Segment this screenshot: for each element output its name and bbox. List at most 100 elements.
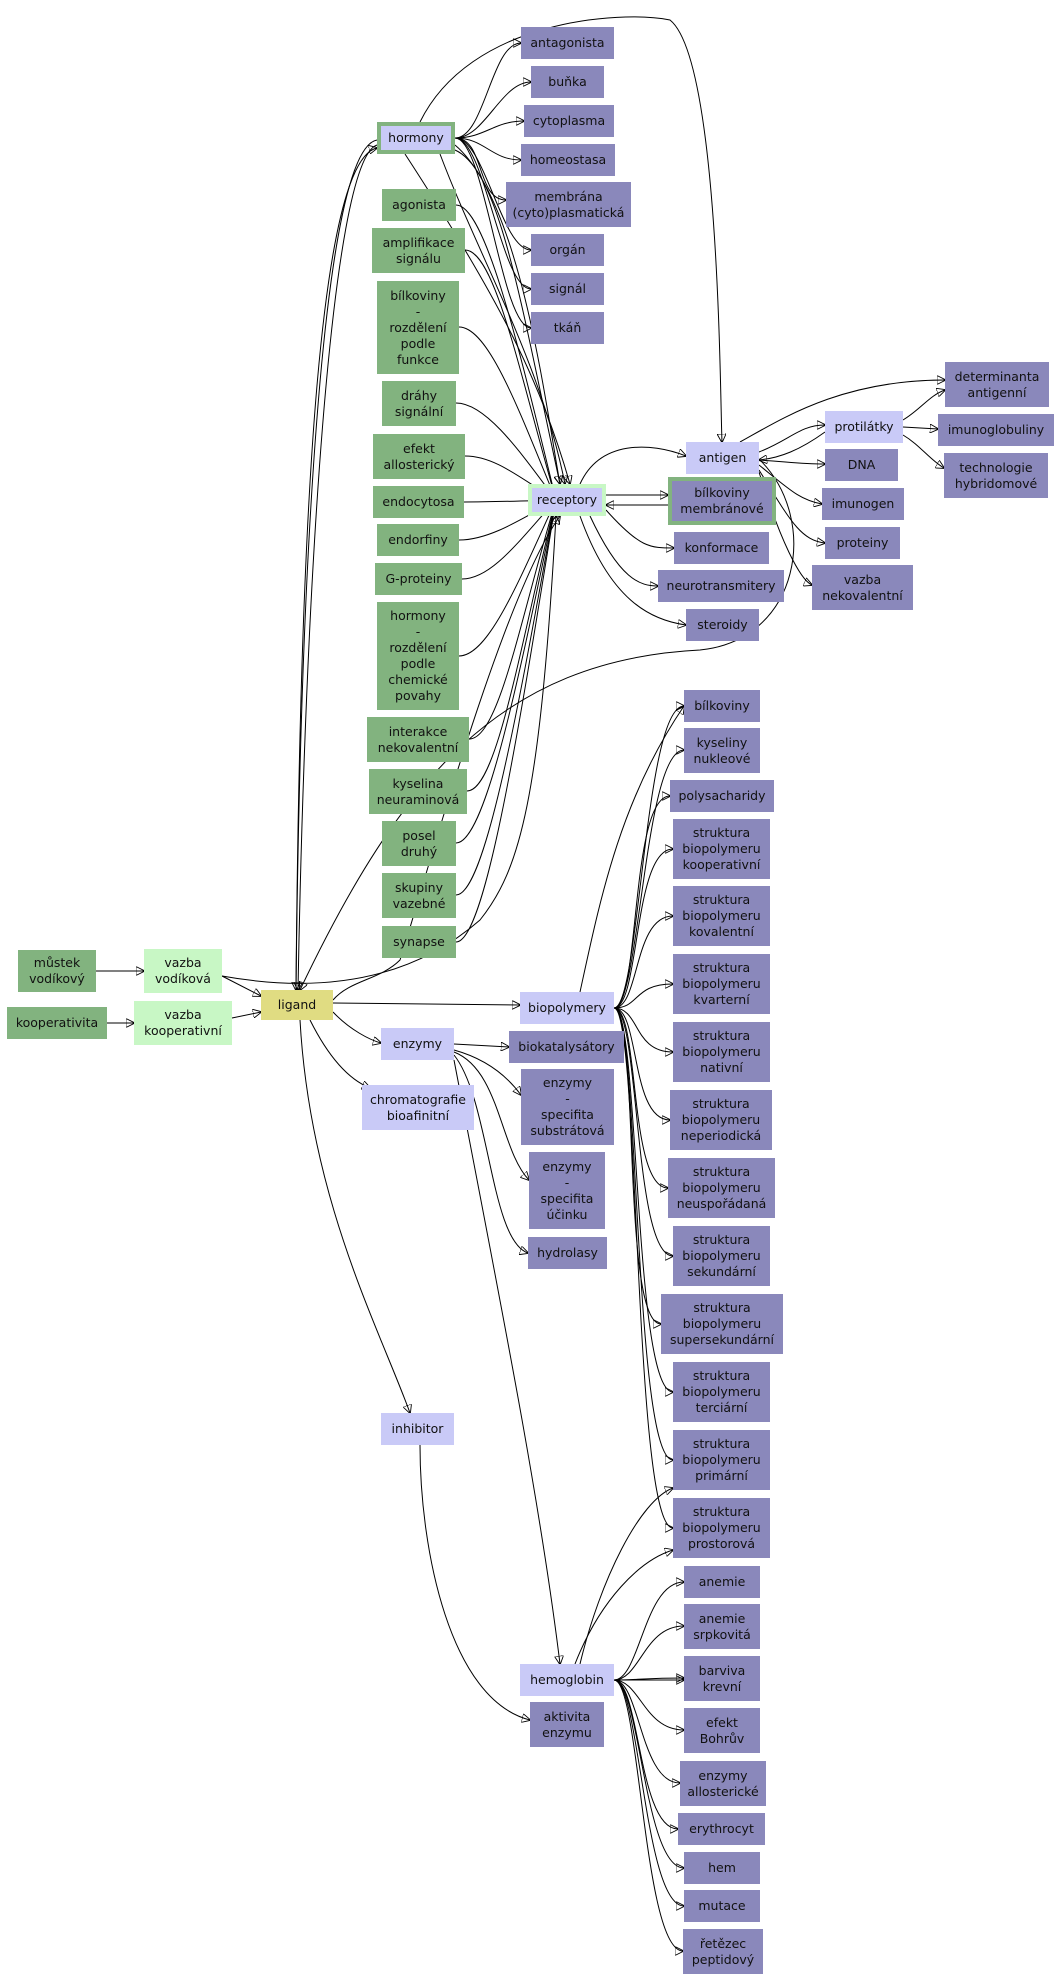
node-enzymy-allostericke[interactable]: enzymy allosterické	[680, 1761, 766, 1806]
node-biokatalysatory[interactable]: biokatalysátory	[509, 1031, 624, 1063]
node-imunoglobuliny[interactable]: imunoglobuliny	[938, 414, 1054, 446]
node-proteiny[interactable]: proteiny	[825, 527, 900, 559]
node-bilkoviny-membranove[interactable]: bílkoviny membránové	[668, 477, 776, 525]
node-synapse[interactable]: synapse	[382, 926, 456, 958]
node-retezec-peptidovy[interactable]: řetězec peptidový	[683, 1929, 763, 1974]
node-struktura-kovalentni[interactable]: struktura biopolymeru kovalentní	[673, 886, 770, 946]
node-struktura-kvarterni[interactable]: struktura biopolymeru kvarterní	[673, 954, 770, 1014]
node-vazba-kooperativni[interactable]: vazba kooperativní	[134, 1001, 232, 1045]
edge-83	[613, 1679, 684, 1730]
edge-86	[613, 1679, 684, 1868]
edge-25	[455, 500, 556, 896]
node-technologie-hybridomove[interactable]: technologie hybridomové	[944, 453, 1048, 498]
edge-65	[613, 849, 673, 1009]
node-konformace[interactable]: konformace	[674, 532, 769, 564]
node-membrana[interactable]: membrána (cyto)plasmatická	[506, 182, 631, 227]
node-g-proteiny[interactable]: G-proteiny	[375, 563, 462, 595]
node-tkan[interactable]: tkáň	[531, 312, 604, 344]
node-aktivita-enzymu[interactable]: aktivita enzymu	[530, 1702, 604, 1747]
node-anemie[interactable]: anemie	[684, 1566, 760, 1598]
node-kyseliny-nukleove[interactable]: kyseliny nukleové	[684, 728, 760, 773]
node-hydrolasy[interactable]: hydrolasy	[528, 1237, 607, 1269]
node-organ[interactable]: orgán	[531, 234, 604, 266]
edge-16	[455, 402, 556, 500]
edge-66	[613, 916, 673, 1009]
node-struktura-prostorova[interactable]: struktura biopolymeru prostorová	[673, 1498, 770, 1558]
node-inhibitor[interactable]: inhibitor	[381, 1413, 454, 1445]
node-struktura-neusporadana[interactable]: struktura biopolymeru neuspořádaná	[668, 1158, 775, 1218]
node-antigen[interactable]: antigen	[686, 442, 759, 474]
node-mustek-vodikovy[interactable]: můstek vodíkový	[18, 950, 96, 992]
node-receptory[interactable]: receptory	[528, 484, 606, 516]
edge-12	[419, 16, 722, 442]
node-enzymy[interactable]: enzymy	[381, 1028, 454, 1060]
node-vazba-vodikova[interactable]: vazba vodíková	[144, 949, 222, 993]
node-antagonista[interactable]: antagonista	[521, 27, 614, 59]
node-efekt-bohruv[interactable]: efekt Bohrův	[684, 1708, 760, 1753]
node-struktura-primarni[interactable]: struktura biopolymeru primární	[673, 1430, 770, 1490]
edge-54	[309, 1019, 370, 1088]
node-hormony[interactable]: hormony	[377, 122, 455, 154]
node-chromatografie[interactable]: chromatografie bioafinitní	[362, 1085, 474, 1130]
node-kyselina-neuraminova[interactable]: kyselina neuraminová	[369, 769, 467, 814]
node-erythrocyt[interactable]: erythrocyt	[678, 1813, 765, 1845]
node-enzymy-substratova[interactable]: enzymy - specifita substrátová	[521, 1069, 614, 1145]
node-struktura-sekundarni[interactable]: struktura biopolymeru sekundární	[673, 1226, 770, 1286]
node-skupiny-vazebne[interactable]: skupiny vazebné	[382, 873, 456, 918]
edge-3	[231, 1012, 261, 1019]
node-struktura-terciarni[interactable]: struktura biopolymeru terciární	[673, 1362, 770, 1422]
node-ligand[interactable]: ligand	[261, 990, 333, 1020]
edge-80	[613, 1582, 684, 1681]
node-enzymy-ucinku[interactable]: enzymy - specifita účinku	[529, 1152, 605, 1229]
node-endocytosa[interactable]: endocytosa	[373, 486, 464, 518]
node-interakce-nekovalentni[interactable]: interakce nekovalentní	[367, 717, 469, 762]
node-bunka[interactable]: buňka	[531, 66, 604, 98]
node-hormony-rozdeleni[interactable]: hormony - rozdělení podle chemické povah…	[377, 602, 459, 710]
node-agonista[interactable]: agonista	[382, 189, 456, 221]
edge-77	[419, 1444, 530, 1720]
node-struktura-supersekundarni[interactable]: struktura biopolymeru supersekundární	[661, 1294, 783, 1354]
node-dna[interactable]: DNA	[825, 449, 898, 481]
node-bilkoviny-rozdeleni[interactable]: bílkoviny - rozdělení podle funkce	[377, 281, 459, 374]
node-anemie-srpkovita[interactable]: anemie srpkovitá	[684, 1604, 760, 1649]
edge-87	[613, 1679, 684, 1906]
node-signal[interactable]: signál	[531, 273, 604, 305]
node-struktura-nativni[interactable]: struktura biopolymeru nativní	[673, 1022, 770, 1082]
node-hem[interactable]: hem	[684, 1852, 760, 1884]
node-protilatky[interactable]: protilátky	[825, 411, 903, 443]
node-imunogen[interactable]: imunogen	[822, 488, 904, 520]
edge-23	[466, 500, 556, 792]
edge-33	[295, 148, 377, 991]
node-mutace[interactable]: mutace	[684, 1890, 760, 1922]
node-cytoplasma[interactable]: cytoplasma	[524, 105, 614, 137]
node-determinanta-antigenni[interactable]: determinanta antigenní	[945, 362, 1049, 407]
edge-2	[221, 975, 261, 996]
node-bilkoviny[interactable]: bílkoviny	[684, 690, 760, 722]
edge-85	[613, 1679, 678, 1829]
node-barviva-krevni[interactable]: barviva krevní	[684, 1656, 760, 1701]
edge-22	[468, 500, 556, 740]
edge-7	[454, 137, 521, 160]
node-struktura-neperiodicka[interactable]: struktura biopolymeru neperiodická	[670, 1090, 772, 1150]
node-efekt-allostericky[interactable]: efekt allosterický	[373, 434, 465, 479]
node-steroidy[interactable]: steroidy	[686, 609, 759, 641]
node-polysacharidy[interactable]: polysacharidy	[670, 780, 774, 812]
edge-53	[332, 1011, 381, 1043]
edge-47	[902, 390, 945, 421]
node-posel-druhy[interactable]: posel druhý	[382, 821, 456, 866]
node-hemoglobin[interactable]: hemoglobin	[520, 1664, 614, 1696]
edge-46	[739, 380, 945, 443]
node-drahy-signalni[interactable]: dráhy signální	[382, 381, 456, 426]
edge-41	[759, 431, 826, 460]
node-amplifikace[interactable]: amplifikace signálu	[372, 228, 465, 273]
node-vazba-nekovalentni[interactable]: vazba nekovalentní	[812, 565, 913, 610]
edge-13	[455, 204, 556, 500]
node-endorfiny[interactable]: endorfiny	[377, 524, 459, 556]
node-neurotransmitery[interactable]: neurotransmitery	[658, 570, 784, 602]
node-homeostasa[interactable]: homeostasa	[521, 144, 615, 176]
node-biopolymery[interactable]: biopolymery	[520, 992, 614, 1024]
edge-61	[453, 1059, 560, 1664]
node-struktura-kooperativni[interactable]: struktura biopolymeru kooperativní	[673, 819, 770, 879]
edge-56	[221, 516, 556, 984]
node-kooperativita[interactable]: kooperativita	[7, 1007, 107, 1039]
